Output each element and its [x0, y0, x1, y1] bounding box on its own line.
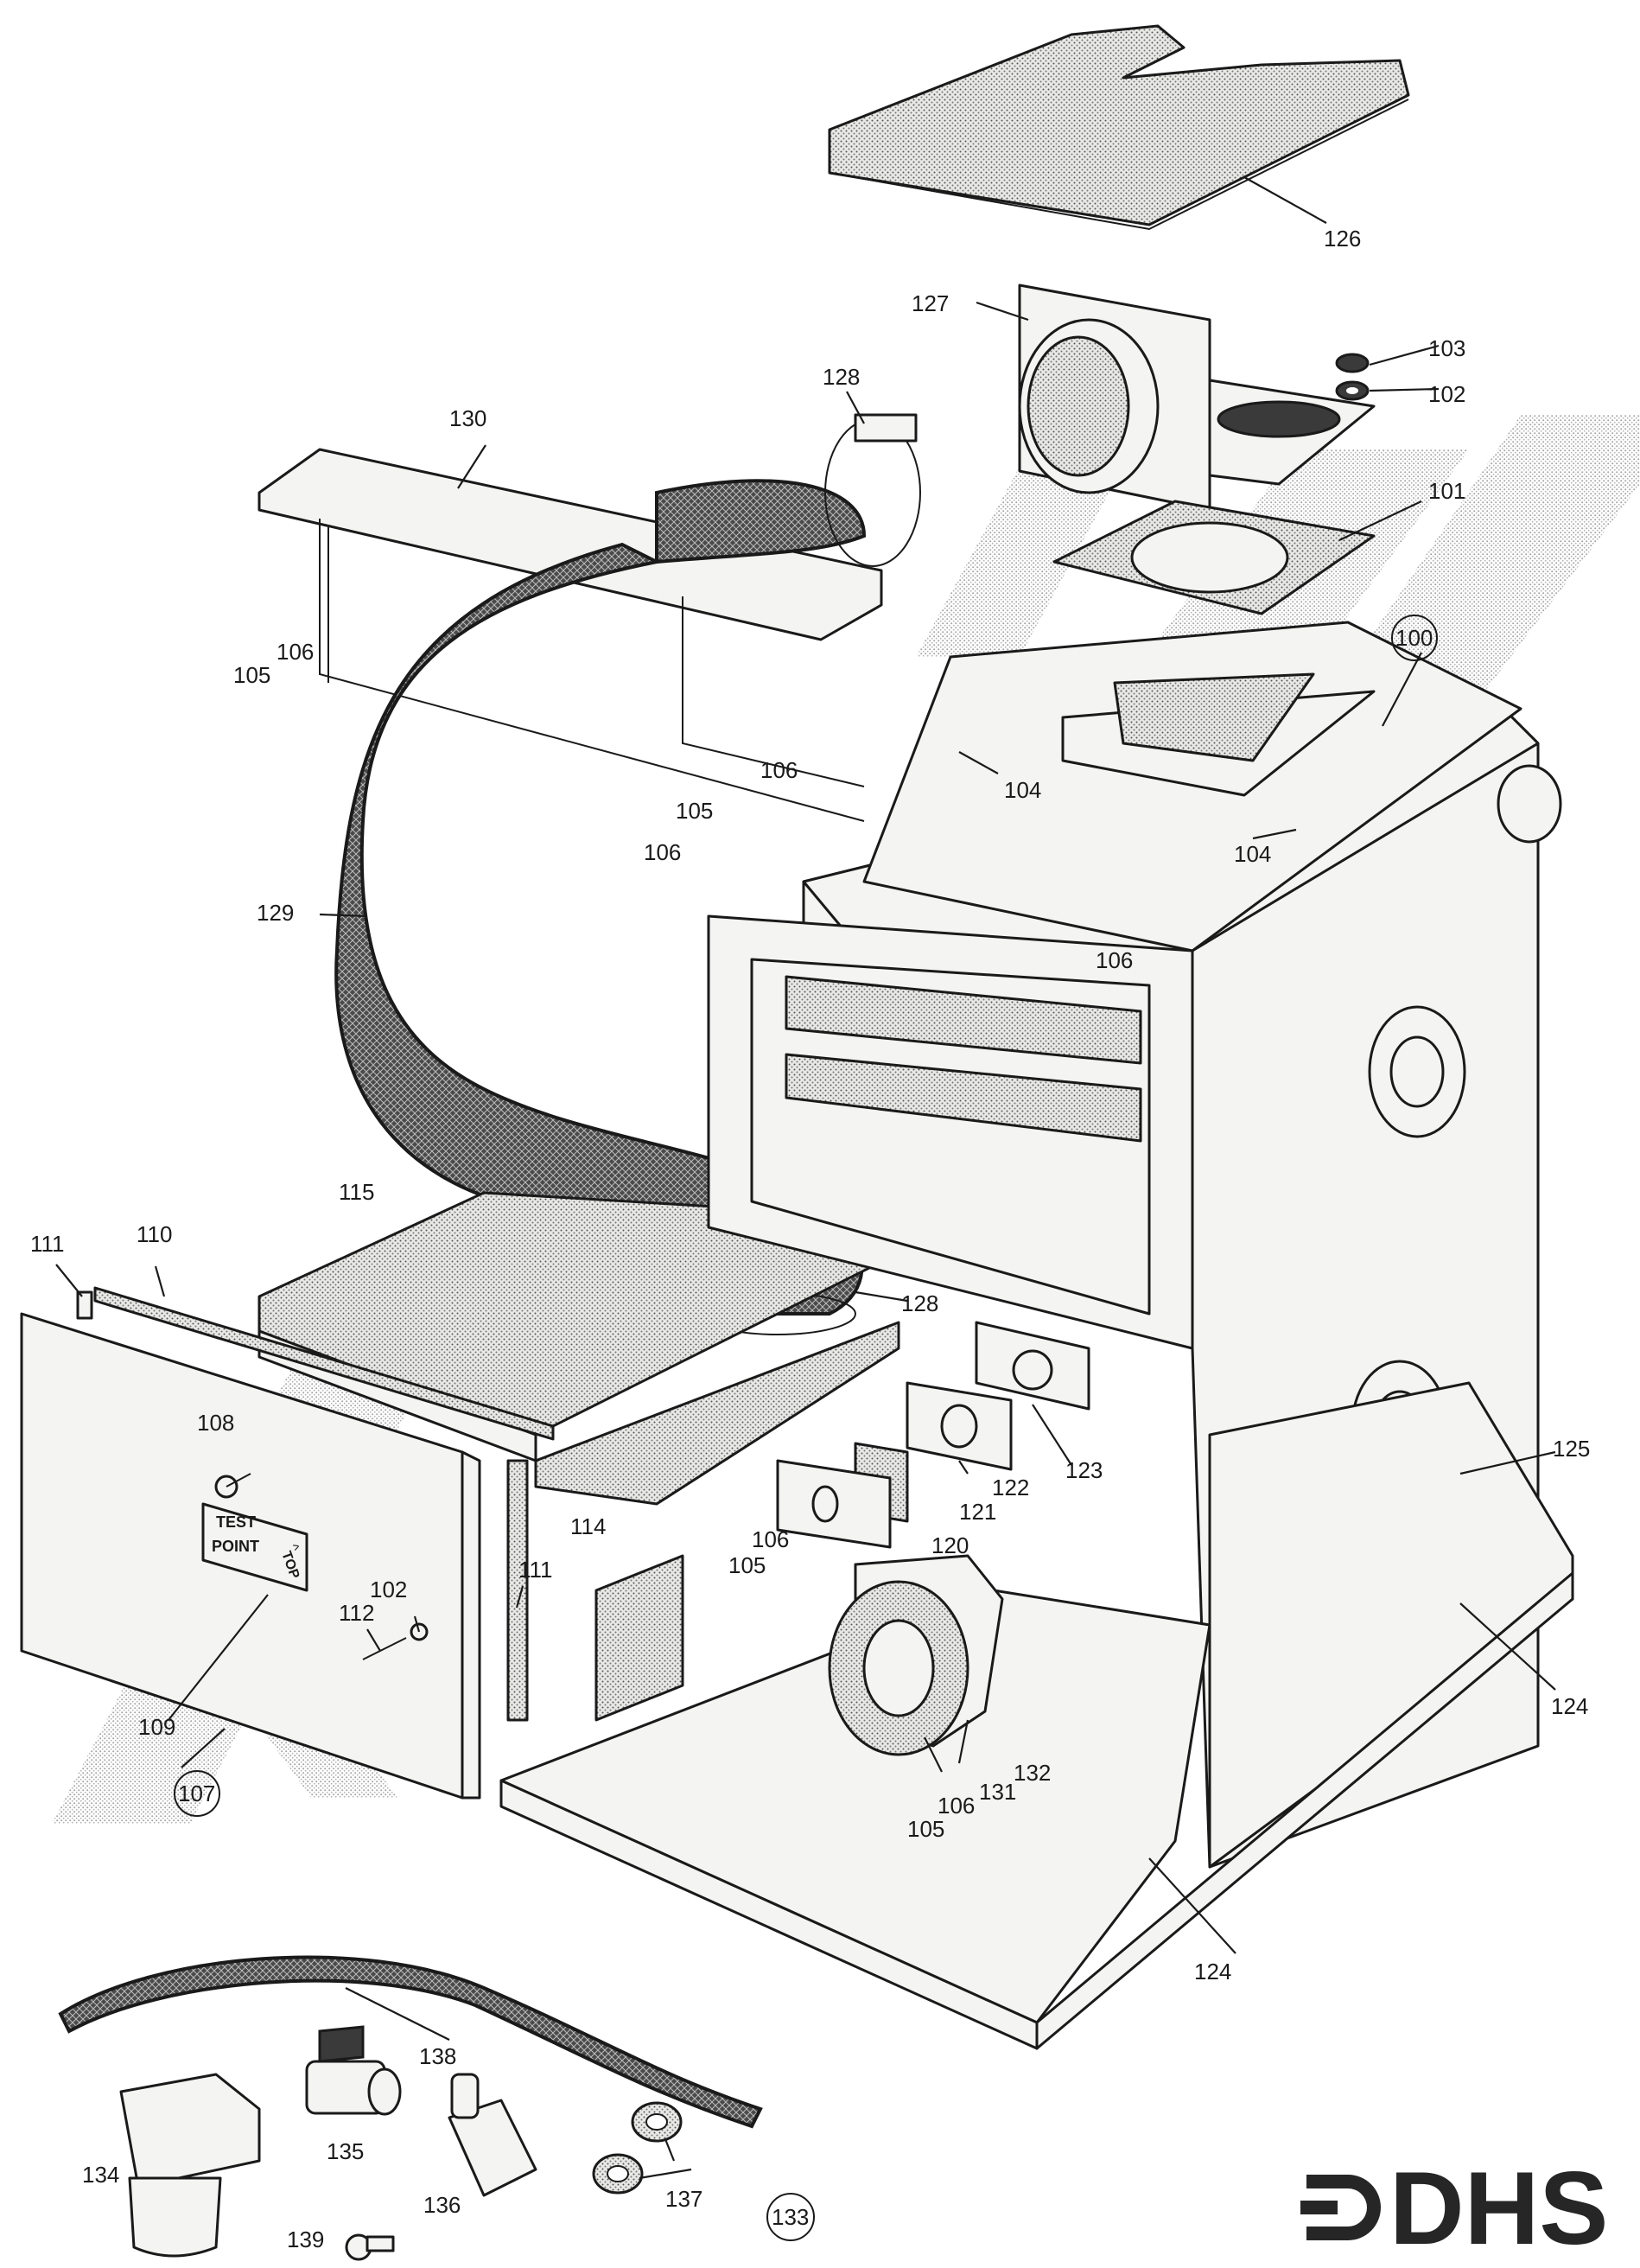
part-135-isolating-valve: [305, 2025, 402, 2116]
label-138: 138: [419, 2043, 456, 2069]
label-106: 106: [760, 757, 798, 783]
part-102-washer: [1335, 380, 1370, 401]
part-123-mounting-plate: [975, 1321, 1090, 1411]
label-102: 102: [1428, 381, 1465, 407]
part-120-sight-plate: [776, 1459, 892, 1549]
part-111-strip-right: [506, 1459, 529, 1722]
label-105: 105: [233, 662, 270, 688]
label-102: 102: [370, 1577, 407, 1602]
label-125: 125: [1553, 1436, 1590, 1462]
part-122-gasket: [906, 1381, 1013, 1471]
part-111-strip-left: [76, 1290, 93, 1320]
part-136-electrical-plug: [448, 2073, 537, 2197]
label-126: 126: [1324, 226, 1361, 252]
part-107-front-panel: [20, 1312, 481, 1800]
label-137: 137: [665, 2186, 702, 2212]
label-111: 111: [518, 1557, 553, 1583]
part-110-panel-seal: [93, 1286, 555, 1441]
label-111: 111: [30, 1231, 65, 1257]
label-123: 123: [1065, 1457, 1103, 1483]
label-105: 105: [728, 1552, 766, 1578]
label-106: 106: [938, 1793, 975, 1819]
panel-text-point: POINT: [212, 1538, 259, 1555]
dhs-logo: DHS: [1300, 2150, 1608, 2266]
label-114: 114: [570, 1513, 606, 1539]
dhs-logo-text: DHS: [1389, 2150, 1608, 2266]
part-128-hose-clip-upper: [824, 413, 921, 567]
label-133: 133: [772, 2204, 809, 2230]
label-106: 106: [644, 839, 681, 865]
label-100: 100: [1395, 625, 1433, 651]
part-108-screw: [214, 1473, 251, 1499]
label-106: 106: [752, 1526, 789, 1552]
label-121: 121: [959, 1499, 996, 1525]
part-138-flexible-oil-line: [58, 1955, 763, 2129]
label-106: 106: [1096, 947, 1133, 973]
part-137-grommets: [592, 2101, 683, 2195]
part-130-hose-bracket: [257, 448, 883, 822]
label-105: 105: [676, 798, 713, 824]
part-100-boiler-body: [707, 621, 1574, 1869]
part-103-nut: [1335, 353, 1370, 373]
label-128: 128: [901, 1290, 938, 1316]
label-107-circle: [174, 1770, 220, 1817]
label-109: 109: [138, 1714, 175, 1740]
part-101-gasket: [1052, 500, 1376, 615]
part-127-flue-adaptor: [1018, 284, 1376, 512]
label-124: 124: [1194, 1959, 1231, 1984]
label-133-circle: [766, 2193, 815, 2241]
label-100-circle: [1391, 615, 1438, 661]
label-135: 135: [327, 2138, 364, 2164]
label-105: 105: [907, 1816, 944, 1842]
label-132: 132: [1014, 1760, 1051, 1786]
label-104: 104: [1234, 841, 1271, 867]
label-120: 120: [931, 1532, 969, 1558]
part-base-tray: [499, 1554, 1574, 2050]
label-127: 127: [912, 290, 949, 316]
part-139-screw: [345, 2233, 395, 2261]
label-129: 129: [257, 900, 294, 926]
label-106: 106: [277, 639, 314, 665]
label-108: 108: [197, 1410, 234, 1436]
label-128: 128: [823, 364, 860, 390]
part-131-burner-gasket: [828, 1580, 969, 1756]
panel-text-test: TEST: [216, 1513, 256, 1531]
label-115: 115: [339, 1179, 374, 1205]
label-122: 122: [992, 1475, 1029, 1500]
part-114-insulation-slab: [534, 1321, 900, 1506]
label-124: 124: [1551, 1693, 1588, 1719]
part-129-flexible-hose: [334, 479, 867, 1316]
label-110: 110: [137, 1221, 172, 1247]
dhs-logo-mark: [1300, 2175, 1381, 2240]
label-136: 136: [423, 2192, 461, 2218]
label-130: 130: [449, 405, 486, 431]
label-139: 139: [287, 2227, 324, 2252]
label-131: 131: [979, 1779, 1016, 1805]
part-126-top-insulation: [828, 24, 1410, 231]
part-134-oil-filter: [119, 2073, 261, 2258]
label-104: 104: [1004, 777, 1041, 803]
label-134: 134: [82, 2162, 119, 2188]
leader-lines: [55, 176, 1556, 2180]
part-labels: 126 127 103 102 101 128 130 100 106 105 …: [30, 226, 1590, 2252]
label-107: 107: [178, 1781, 215, 1806]
label-101: 101: [1428, 478, 1465, 504]
label-103: 103: [1428, 335, 1465, 361]
label-112: 112: [339, 1600, 374, 1626]
